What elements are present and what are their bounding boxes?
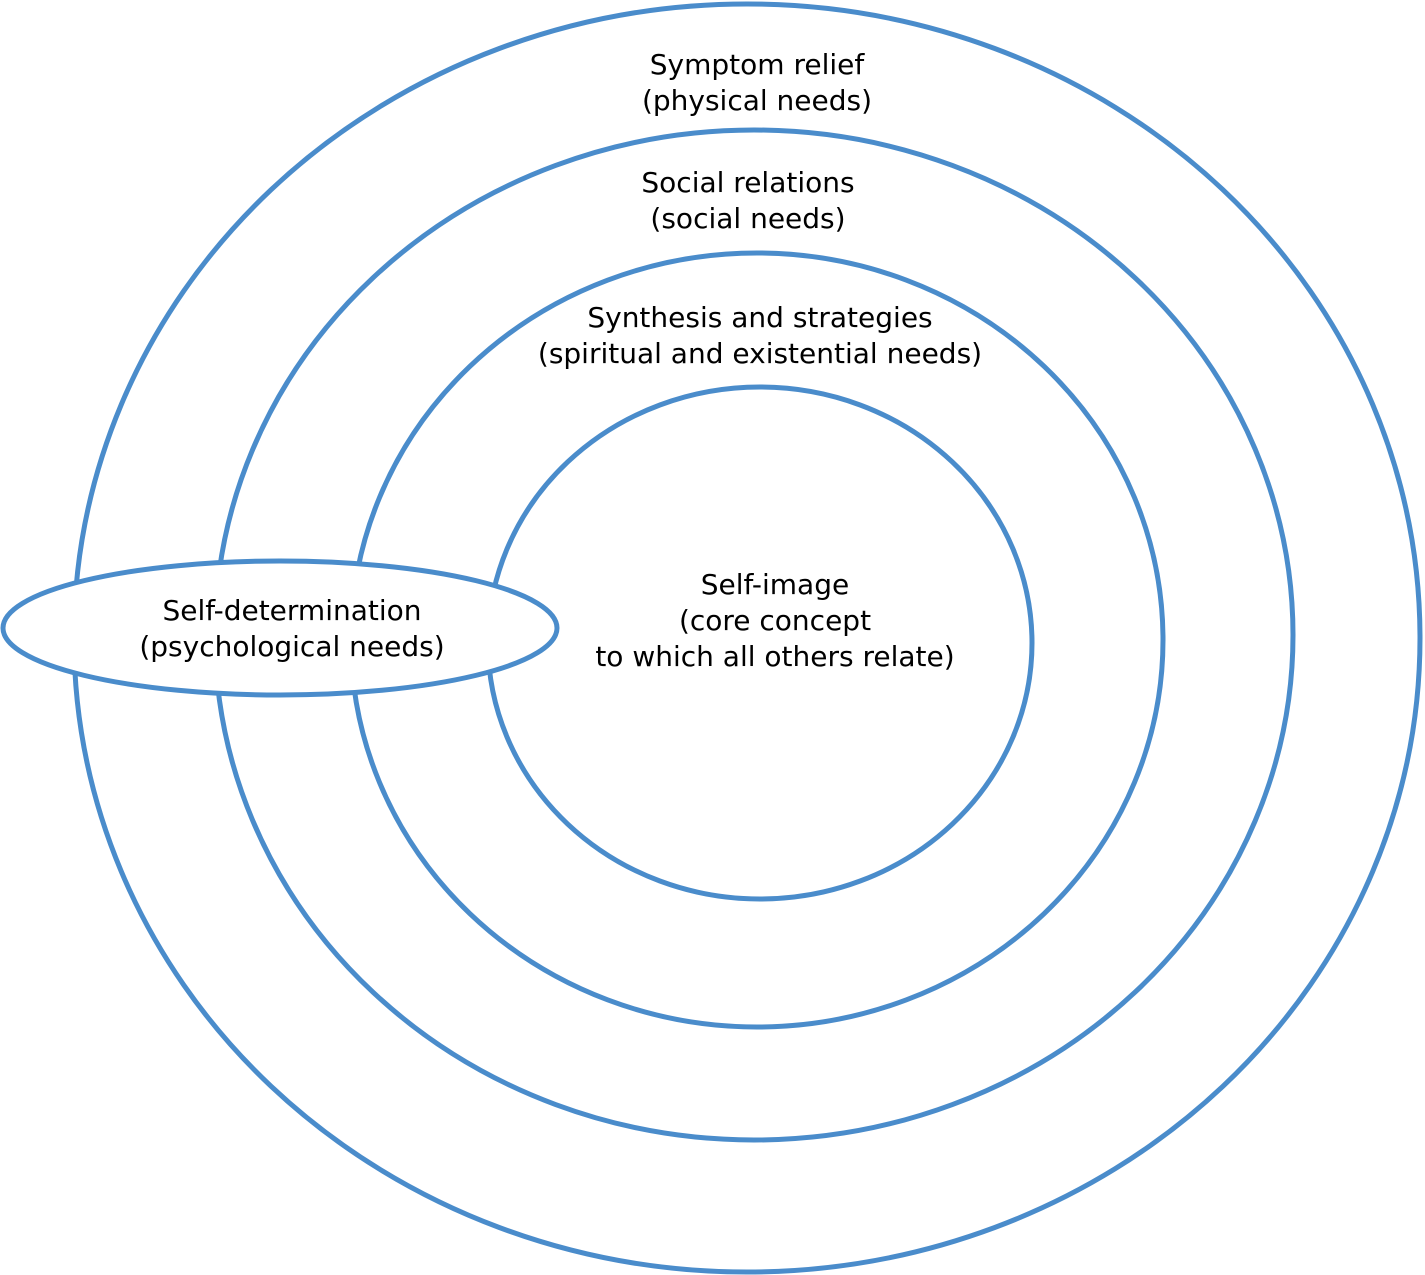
label-spiritual-existential-needs: (spiritual and existential needs) <box>538 337 982 370</box>
label-social-needs: (social needs) <box>650 202 845 235</box>
label-relate: to which all others relate) <box>595 640 954 673</box>
label-physical-needs: (physical needs) <box>642 84 872 117</box>
label-self-determination: Self-determination <box>162 594 421 627</box>
label-core-concept: (core concept <box>679 604 871 637</box>
label-symptom-relief: Symptom relief <box>650 48 866 81</box>
label-self-image: Self-image <box>701 568 849 601</box>
label-synthesis-strategies: Synthesis and strategies <box>587 301 932 334</box>
label-psychological-needs: (psychological needs) <box>139 630 444 663</box>
side-ellipse-self-determination <box>0 558 560 698</box>
label-social-relations: Social relations <box>641 166 854 199</box>
